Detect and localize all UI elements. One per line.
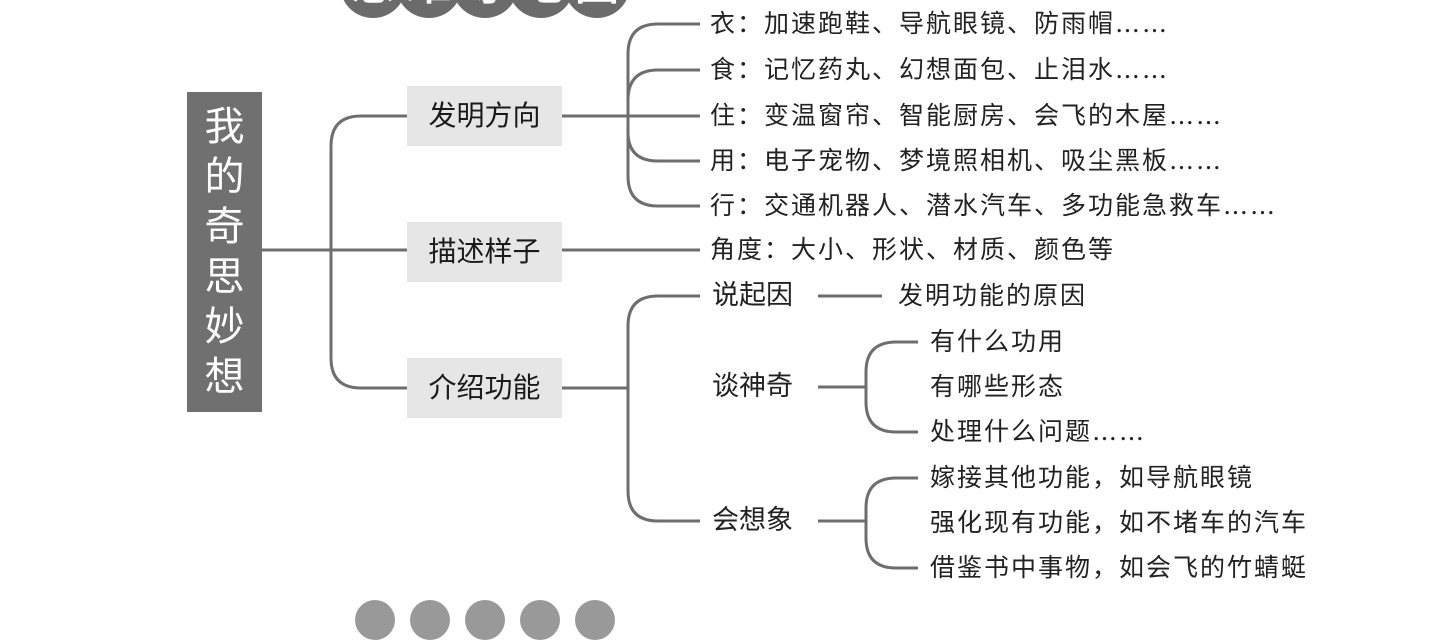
invention-item: 衣：加速跑鞋、导航眼镜、防雨帽…… [710,9,1170,38]
magic-item: 有哪些形态 [930,372,1066,401]
invention-item: 用：电子宠物、梦境照相机、吸尘黑板…… [710,146,1224,175]
node-magic: 谈神奇 [712,371,793,402]
header-char: 维 [396,0,462,18]
root-char: 妙 [204,304,245,350]
reason-item: 发明功能的原因 [898,281,1088,310]
root-char: 奇 [204,204,245,250]
header-char: 地 [508,0,574,18]
root-char: 我 [204,104,245,150]
imagine-item: 强化现有功能，如不堵车的汽车 [930,508,1309,537]
imagine-item: 借鉴书中事物，如会飞的竹蜻蜓 [930,553,1309,582]
node-function: 介绍功能 [407,358,562,418]
node-reason: 说起因 [712,280,793,311]
describe-item: 角度：大小、形状、材质、颜色等 [710,235,1116,264]
node-describe: 描述样子 [407,222,562,282]
imagine-item: 嫁接其他功能，如导航眼镜 [930,463,1255,492]
connector-lines [262,22,918,570]
magic-item: 处理什么问题…… [930,417,1147,446]
node-invention: 发明方向 [407,86,562,146]
invention-item: 食：记忆药丸、幻想面包、止泪水…… [710,55,1170,84]
node-imagine: 会想象 [712,505,793,536]
root-char: 思 [204,254,245,300]
header-char: 图 [564,0,630,18]
root-node: 我 的 奇 思 妙 想 [187,92,262,412]
invention-item: 住：变温窗帘、智能厨房、会飞的木屋…… [710,101,1224,130]
magic-item: 有什么功用 [930,327,1066,356]
header-char: 思 [340,0,406,18]
root-char: 想 [204,354,245,400]
root-char: 的 [204,154,245,200]
header-char: 导 [452,0,518,18]
invention-item: 行：交通机器人、潜水汽车、多功能急救车…… [710,191,1278,220]
